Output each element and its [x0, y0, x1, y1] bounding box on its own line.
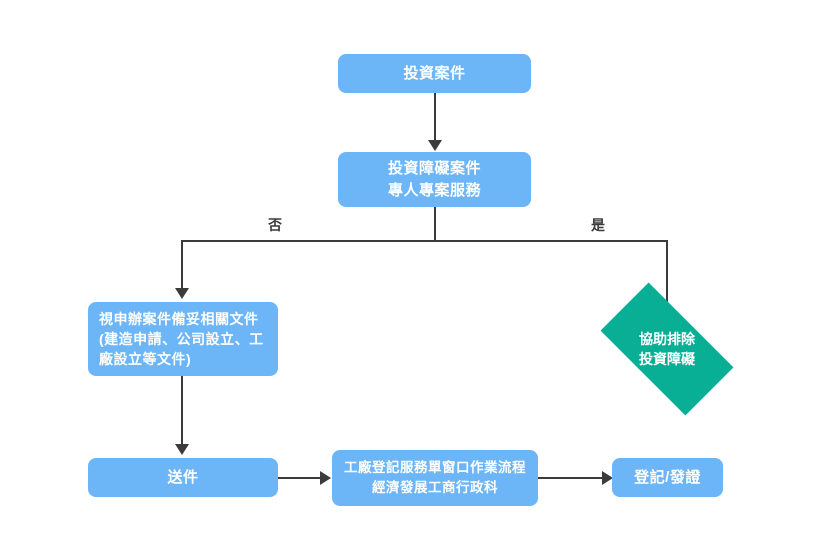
arrowhead-branch-no	[175, 288, 189, 299]
node-assist-remove-obstacle[interactable]: 協助排除 投資障礙	[600, 282, 734, 416]
arrowhead-window-to-registration	[602, 471, 613, 485]
connector-submit-to-window	[278, 477, 322, 479]
node-prepare-documents-label: 視申辦案件備妥相關文件 (建造申請、公司設立、工 廠設立等文件)	[99, 310, 264, 368]
connector-window-to-registration	[538, 477, 604, 479]
node-assist-remove-obstacle-label: 協助排除 投資障礙	[639, 330, 695, 367]
connector-case-to-obstacle	[434, 93, 436, 143]
edge-label-no: 否	[268, 217, 282, 233]
node-registration-certificate-label: 登記/發證	[634, 468, 701, 486]
node-investment-case-label: 投資案件	[403, 64, 466, 82]
connector-branch-no	[181, 240, 183, 291]
connector-branch-stem	[434, 207, 436, 241]
arrowhead-submit-to-window	[320, 471, 331, 485]
connector-branch-yes	[666, 240, 668, 314]
edge-label-yes: 是	[591, 217, 605, 233]
node-factory-registration-single-window[interactable]: 工廠登記服務單窗口作業流程 經濟發展工商行政科	[332, 450, 538, 506]
node-registration-certificate[interactable]: 登記/發證	[612, 458, 723, 497]
arrowhead-prepare-to-submit	[175, 444, 189, 455]
node-submit-documents[interactable]: 送件	[88, 458, 278, 497]
node-submit-documents-label: 送件	[167, 468, 199, 486]
node-prepare-documents[interactable]: 視申辦案件備妥相關文件 (建造申請、公司設立、工 廠設立等文件)	[88, 302, 278, 376]
connector-prepare-to-submit	[181, 376, 183, 446]
arrowhead-case-to-obstacle	[428, 140, 442, 151]
connector-branch-bus	[181, 240, 668, 242]
node-investment-case[interactable]: 投資案件	[338, 54, 531, 93]
node-factory-registration-single-window-label: 工廠登記服務單窗口作業流程 經濟發展工商行政科	[344, 460, 526, 495]
node-investment-obstacle-case[interactable]: 投資障礙案件 專人專案服務	[338, 152, 531, 207]
node-investment-obstacle-case-label: 投資障礙案件 專人專案服務	[387, 159, 481, 199]
